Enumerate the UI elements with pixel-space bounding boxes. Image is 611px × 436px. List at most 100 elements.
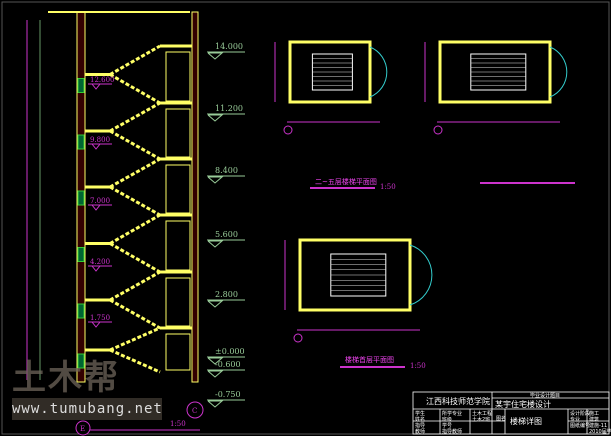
ground-floor-plan <box>284 238 433 343</box>
elevation-symbol <box>207 357 224 365</box>
elevation-label: 5.600 <box>215 230 238 239</box>
title-block-right-label: 设计阶段 <box>570 410 590 417</box>
elevation-symbol <box>207 370 224 378</box>
grid-label-e: E <box>80 425 85 433</box>
landing-level-label: 7.000 <box>90 197 110 205</box>
title-block-mid-label: 班级 <box>442 416 452 423</box>
elevation-label: ±0.000 <box>215 347 245 356</box>
upper-plan-scale: 1:50 <box>380 183 396 191</box>
door-opening <box>165 51 191 102</box>
title-block-left-label: 姓名 <box>415 416 425 423</box>
stair-flight-down <box>109 129 161 161</box>
door-swing-arc <box>549 46 568 98</box>
elevation-label: -0.600 <box>215 360 241 369</box>
project-label: 毕业设计题目 <box>530 392 560 399</box>
stair-flight-up <box>109 270 161 302</box>
elevation-symbol <box>207 176 224 184</box>
window <box>77 303 85 319</box>
elevation-symbol <box>207 52 224 60</box>
title-block-right-value: 施工 <box>589 410 599 417</box>
stair-flight-down <box>109 298 161 330</box>
grid-label-c: C <box>192 407 197 415</box>
stair-flight-up <box>109 44 161 76</box>
stair-section <box>48 11 199 383</box>
stair-flight-down <box>109 242 161 274</box>
title-block-mid-label: 指导教师 <box>442 428 462 435</box>
elevation-label: -0.750 <box>215 390 241 399</box>
title-block-mid-value: 土木工程 <box>472 410 492 417</box>
elevation-label: 11.200 <box>215 104 243 113</box>
title-block-mid-label: 学号 <box>442 422 452 429</box>
grid-bubble <box>293 333 303 343</box>
window <box>77 78 85 93</box>
title-block-left-label: 教师 <box>415 428 425 435</box>
title-block-mid-label: 所学专业 <box>442 410 462 417</box>
title-block-right-label: 图纸编号 <box>570 422 590 429</box>
elevation-symbol <box>207 240 224 248</box>
stair-flight-up <box>109 157 161 189</box>
window <box>77 190 85 206</box>
door-opening <box>165 277 191 327</box>
stair-flight-down <box>109 73 161 105</box>
title-block <box>412 391 610 435</box>
title-block-right-value: 建筑 <box>589 416 599 423</box>
school-name: 江西科技师范学院 <box>426 396 490 406</box>
grid-bubble-c <box>186 401 204 419</box>
title-block-right-value: 建施-11 <box>589 422 607 429</box>
elevation-markers: 14.00011.2008.4005.6002.800±0.000-0.600-… <box>207 42 245 408</box>
title-block-right-label: 专业 <box>570 416 580 423</box>
landing-level-symbol <box>91 143 102 150</box>
stair-well-walls <box>438 40 552 104</box>
title-block-mid-value: 土木2班 <box>472 416 490 423</box>
elevation-symbol <box>207 114 224 122</box>
door-opening <box>165 108 191 158</box>
stair-well-walls <box>298 238 412 312</box>
upper-floor-plan-2 <box>424 40 568 135</box>
title-block-right-value: 2010届毕业设计 <box>589 428 611 435</box>
elevation-label: 8.400 <box>215 166 238 175</box>
landing-level-label: 12.600 <box>90 76 115 84</box>
watermark-url: www.tumubang.net <box>12 398 162 420</box>
landing-level-symbol <box>91 83 102 90</box>
title-block-left-label: 学生 <box>415 410 425 417</box>
grid-bubble <box>283 125 293 135</box>
window <box>77 134 85 150</box>
elevation-symbol <box>207 300 224 308</box>
section-scale: 1:50 <box>170 420 186 428</box>
stair-flight-up <box>109 213 161 245</box>
watermark-logo: 土木帮 <box>12 358 120 398</box>
elevation-label: 2.800 <box>215 290 238 299</box>
window <box>77 247 85 262</box>
project-name: 某宇住宅楼设计 <box>495 399 551 409</box>
grid-bubble-e <box>75 420 91 436</box>
window <box>77 353 85 369</box>
drawing-name: 楼梯详图 <box>510 416 542 426</box>
stair-flight-down <box>109 348 161 374</box>
title-block-left-label: 指导 <box>415 422 425 429</box>
stair-flight-up <box>109 326 161 352</box>
landing-level-symbol <box>91 204 102 211</box>
elevation-symbol <box>207 400 224 408</box>
door-opening <box>165 220 191 271</box>
landing-level-label: 9.800 <box>90 136 110 144</box>
ground-plan-scale: 1:50 <box>410 362 426 370</box>
landing-level-symbol <box>91 321 102 328</box>
door-swing-arc <box>409 244 433 306</box>
stair-flight-down <box>109 185 161 217</box>
upper-floor-plan-1 <box>274 40 388 135</box>
upper-plan-title: 二~五层楼梯平面图 <box>315 177 377 186</box>
landing-level-symbol <box>91 265 102 272</box>
door-swing-arc <box>369 46 388 98</box>
landing-level-label: 1.750 <box>90 314 110 322</box>
grid-bubble <box>433 125 443 135</box>
door-opening <box>165 164 191 214</box>
ground-plan-title: 楼梯首层平面图 <box>345 355 394 364</box>
stair-well-walls <box>288 40 372 104</box>
side-label: 图名 <box>496 415 506 422</box>
stair-flight-up <box>109 101 161 133</box>
door-opening <box>165 333 191 371</box>
